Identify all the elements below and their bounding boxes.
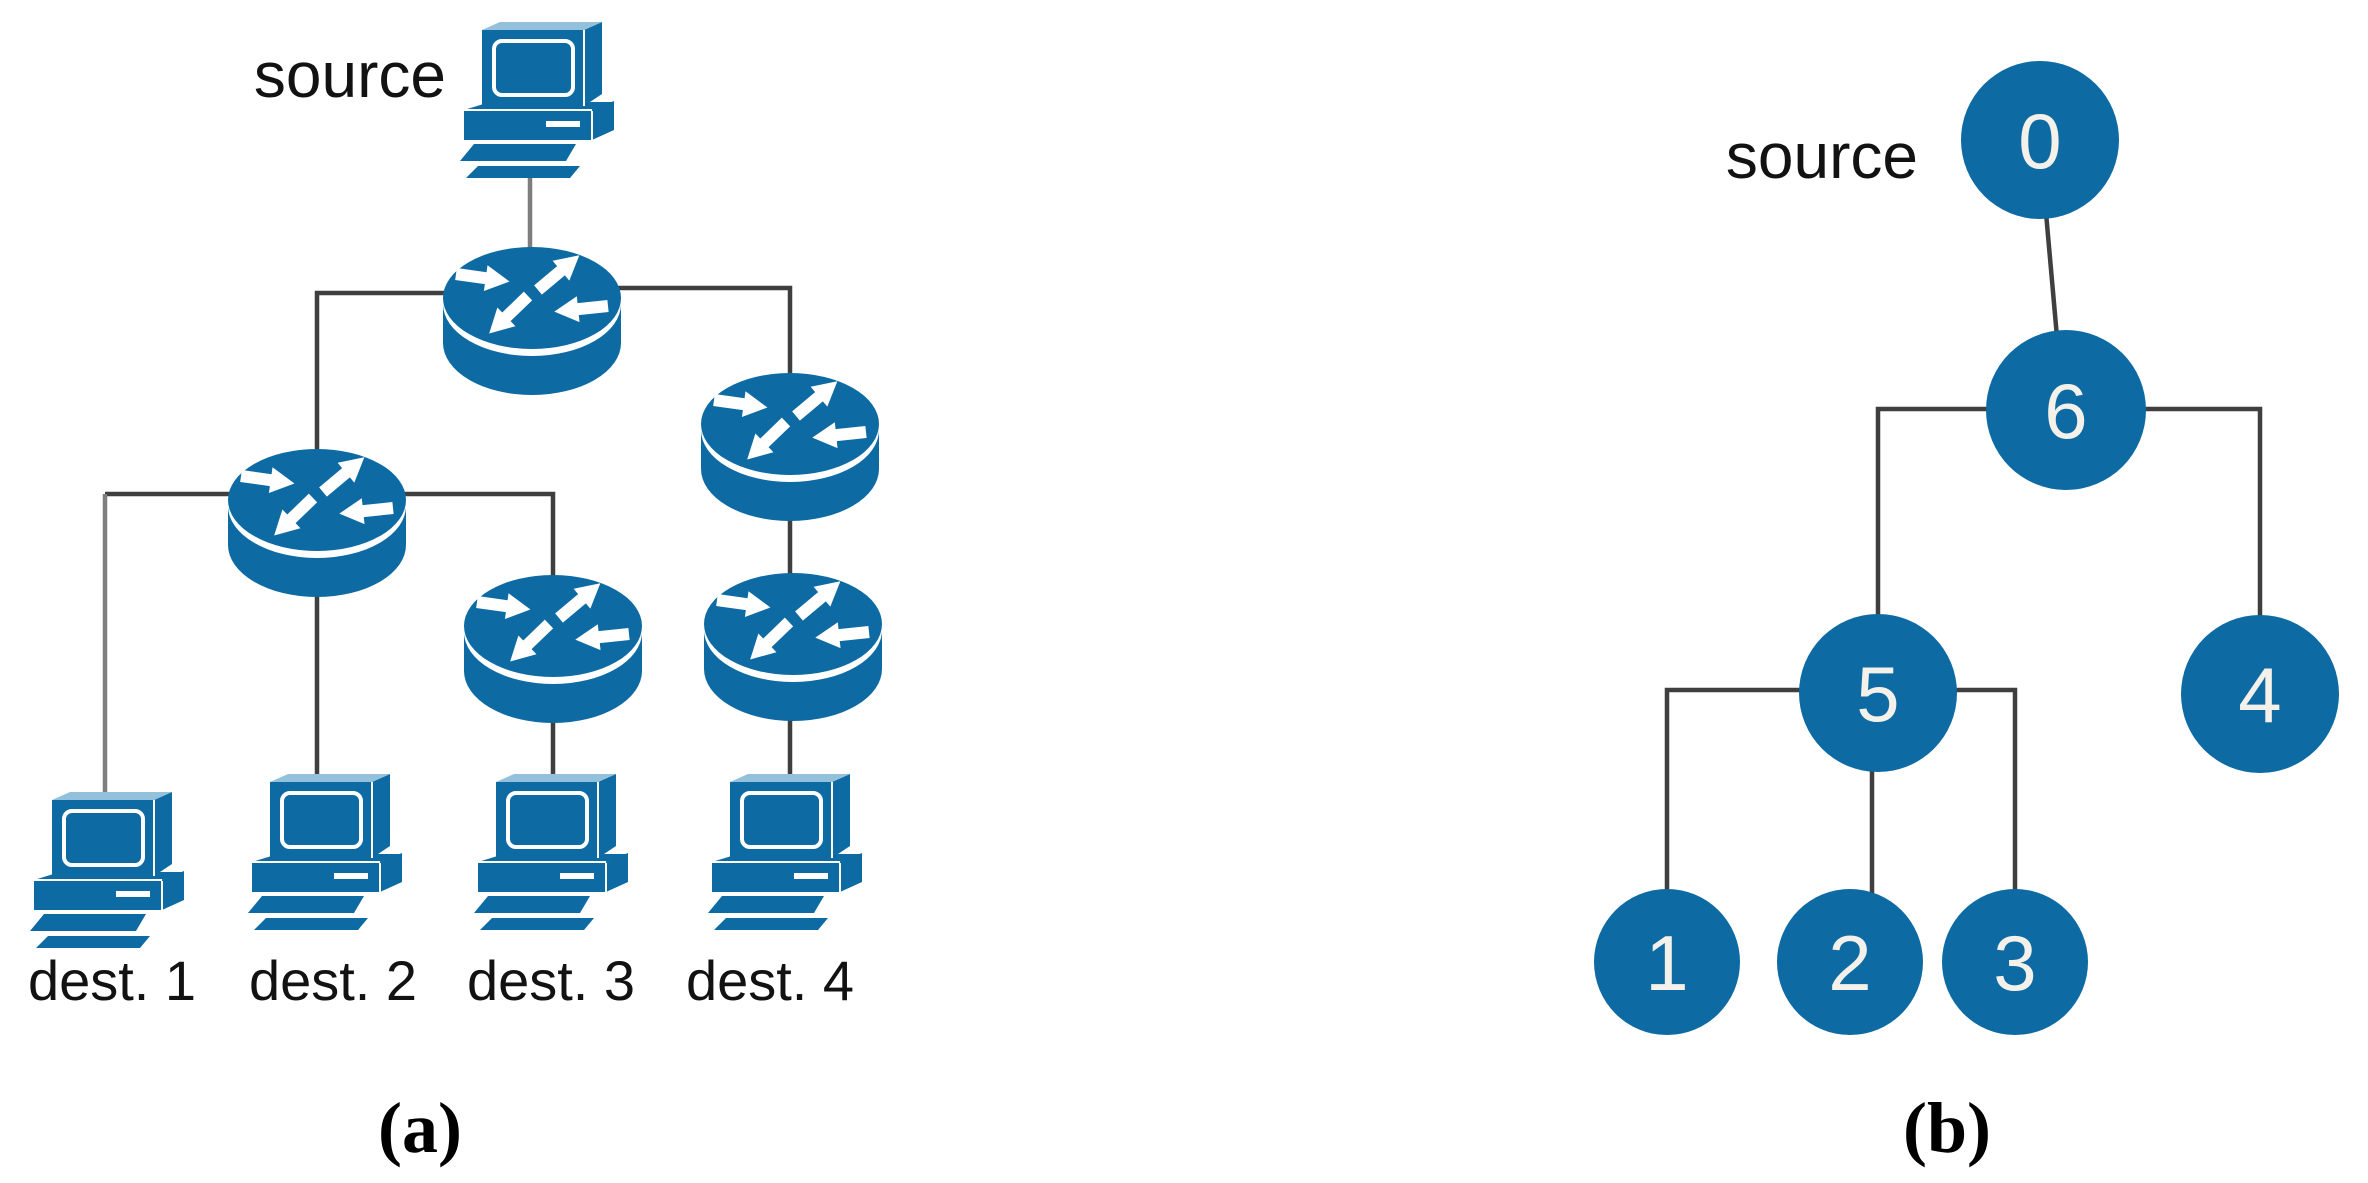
dest-1-computer-icon (28, 790, 186, 950)
figure-a-links (102, 176, 793, 800)
dest-2-computer-icon (246, 772, 404, 932)
figure-b-caption: (b) (1903, 1088, 1991, 1168)
figure-b-source-label: source (1726, 120, 1918, 192)
router-2-left-router-icon (228, 448, 406, 597)
dest-3-computer-icon (472, 772, 630, 932)
router-4-middle-router-icon (464, 574, 642, 723)
dest-2-label: dest. 2 (249, 949, 417, 1012)
figure-a-physical-topology: source dest. 1 dest. 2 dest. 3 dest. 4 (… (28, 20, 882, 1168)
tree-node-3 (1942, 889, 2088, 1035)
tree-node-5 (1799, 614, 1957, 772)
link-router1-router3 (618, 285, 793, 382)
tree-node-4 (2181, 615, 2339, 773)
figure-a-caption: (a) (378, 1088, 462, 1168)
dest-1-label: dest. 1 (28, 949, 196, 1012)
dest-4-label: dest. 4 (686, 949, 854, 1012)
link-router2-router4 (404, 491, 556, 585)
router-1-top-router-icon (443, 246, 621, 395)
source-computer-icon (458, 20, 616, 180)
figure-a-device-icons (28, 20, 882, 950)
tree-node-2 (1777, 889, 1923, 1035)
tree-node-1 (1594, 889, 1740, 1035)
router-5-right-lower-router-icon (704, 572, 882, 721)
link-router1-router2 (314, 290, 446, 460)
dest-3-label: dest. 3 (467, 949, 635, 1012)
figure-a-source-label: source (254, 39, 446, 111)
tree-node-0 (1961, 61, 2119, 219)
tree-node-6 (1986, 330, 2146, 490)
figure-b-edges (1664, 144, 2263, 958)
dest-4-computer-icon (706, 772, 864, 932)
router-3-right-upper-router-icon (701, 372, 879, 521)
